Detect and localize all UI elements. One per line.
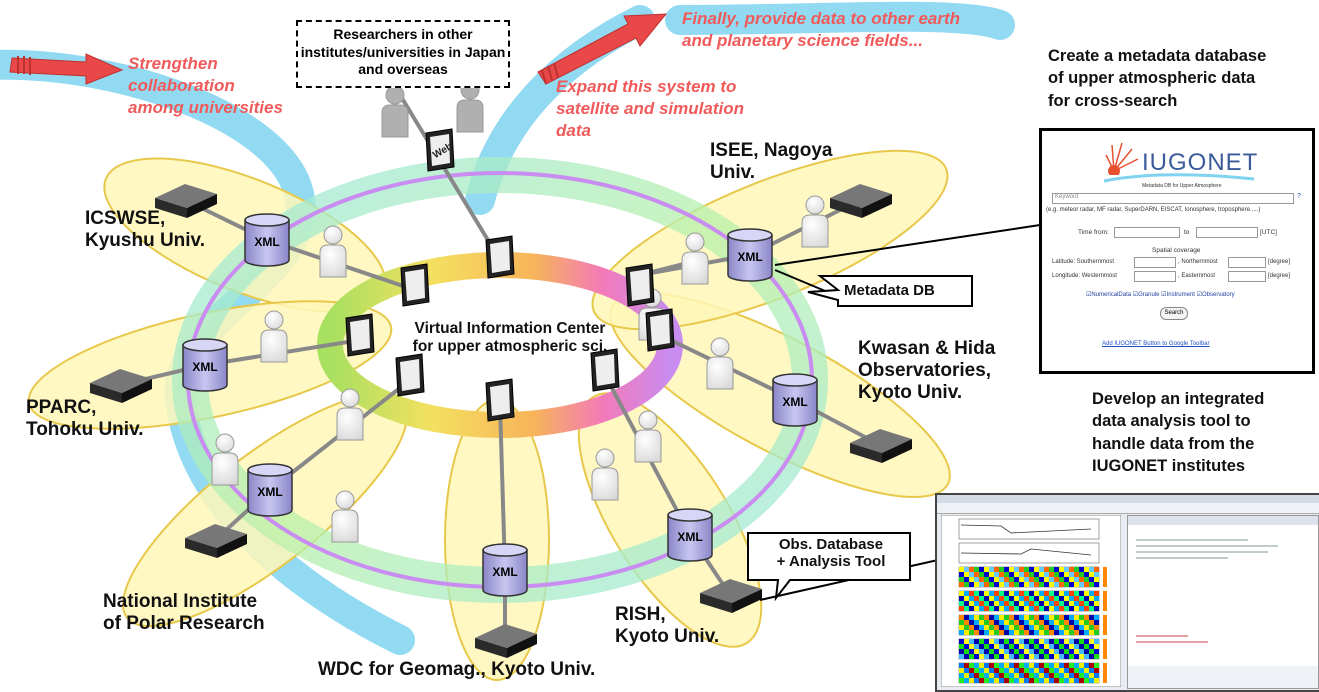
monitor-icon [590,348,620,392]
person-icon [260,310,288,363]
person-icon [331,490,359,543]
monitor-icon [625,263,655,307]
server-icon [155,184,217,218]
westernmost-input[interactable] [1134,271,1176,282]
xml-database-icon: XML [727,228,773,282]
label-pparc: PPARC, Tohoku Univ. [26,397,144,440]
monitor-icon [485,235,515,279]
server-icon [185,524,247,558]
arrow-finally-icon [537,13,668,85]
center-label: Virtual Information Center for upper atm… [412,320,608,355]
metadata-db-callout [807,275,973,307]
person-icon [681,232,709,285]
iugonet-subtitle: Metadata DB for Upper Atmosphere [1142,183,1222,189]
search-button[interactable]: Search [1160,307,1188,320]
tool-code-panel [1127,515,1319,689]
person-icon [211,433,239,486]
label-icswse: ICSWSE, Kyushu Univ. [85,208,205,251]
southernmost-input[interactable] [1134,257,1176,268]
person-icon [591,448,619,501]
label-finally: Finally, provide data to other earth and… [682,9,961,51]
arrows [9,13,668,85]
keyword-input[interactable]: Keyword [1052,193,1294,204]
person-icon [319,225,347,278]
metadata-db-callout-line [774,269,831,294]
iugonet-logo: IUGONET [1142,149,1259,176]
analysis-heading: Develop an integrated data analysis tool… [1092,390,1265,475]
person-icon [706,337,734,390]
researchers-box: Researchers in other institutes/universi… [296,20,510,88]
xml-database-icon: XML [772,373,818,427]
metadata-db-label: Metadata DB [844,282,935,299]
web-monitor-icon: Web [425,128,455,172]
obs-db-callout [747,532,911,602]
person-icon [336,388,364,441]
xml-label: XML [192,360,217,374]
person-icon [456,80,484,133]
label-wdc: WDC for Geomag., Kyoto Univ. [318,659,596,680]
xml-label: XML [492,565,517,579]
label-expand: Expand this system to satellite and simu… [556,77,744,141]
analysis-tool-screenshot [935,493,1319,692]
xml-database-icon: XML [667,508,713,562]
server-icon [90,369,152,403]
label-strengthen: Strengthen collaboration among universit… [128,54,283,118]
plot-strip [958,542,1100,564]
tool-plot-panel [941,515,1121,687]
person-icon [634,410,662,463]
server-icon [850,429,912,463]
monitor-icon [395,353,425,397]
tool-toolbar [937,503,1319,514]
time-to-input[interactable] [1196,227,1258,238]
xml-label: XML [254,235,279,249]
metadata-heading: Create a metadata database of upper atmo… [1048,47,1267,110]
xml-database-icon: XML [482,543,528,597]
filter-checkboxes[interactable]: ☑NumericalData ☑Granule ☑Instrument ☑Obs… [1086,292,1235,298]
xml-database-icon: XML [247,463,293,517]
monitor-icon [345,313,375,357]
northernmost-input[interactable] [1228,257,1266,268]
xml-database-icon: XML [182,338,228,392]
monitor-icon [400,263,430,307]
server-icon [830,184,892,218]
toolbar-link[interactable]: Add IUGONET Button to Google Toolbar [1102,341,1210,347]
label-nipr: National Institute of Polar Research [103,591,265,634]
xml-label: XML [737,250,762,264]
label-kwasan: Kwasan & Hida Observatories, Kyoto Univ. [858,338,996,403]
examples-text: (e.g. meteor radar, MF radar, SuperDARN,… [1046,207,1261,213]
arrow-strengthen-icon [9,53,124,85]
xml-databases: XML XML XML XML XML XML XML [182,213,818,597]
monitor-icon [485,378,515,422]
obs-db-label: Obs. Database + Analysis Tool [776,536,886,571]
iugonet-sun-logo-icon [1105,142,1139,175]
person-icon [801,195,829,248]
time-from-input[interactable] [1114,227,1180,238]
label-rish: RISH, Kyoto Univ. [615,604,720,647]
xml-label: XML [782,395,807,409]
server-icon [700,579,762,613]
plot-strip [958,518,1100,540]
monitors: Web [345,128,675,422]
label-isee: ISEE, Nagoya Univ. [710,140,833,183]
xml-label: XML [677,530,702,544]
monitor-icon [645,308,675,352]
easternmost-input[interactable] [1228,271,1266,282]
person-icon [381,85,409,138]
iugonet-search-screenshot: IUGONET Metadata DB for Upper Atmosphere… [1039,128,1315,374]
xml-database-icon: XML [244,213,290,267]
xml-label: XML [257,485,282,499]
servers [90,184,912,658]
server-icon [475,624,537,658]
